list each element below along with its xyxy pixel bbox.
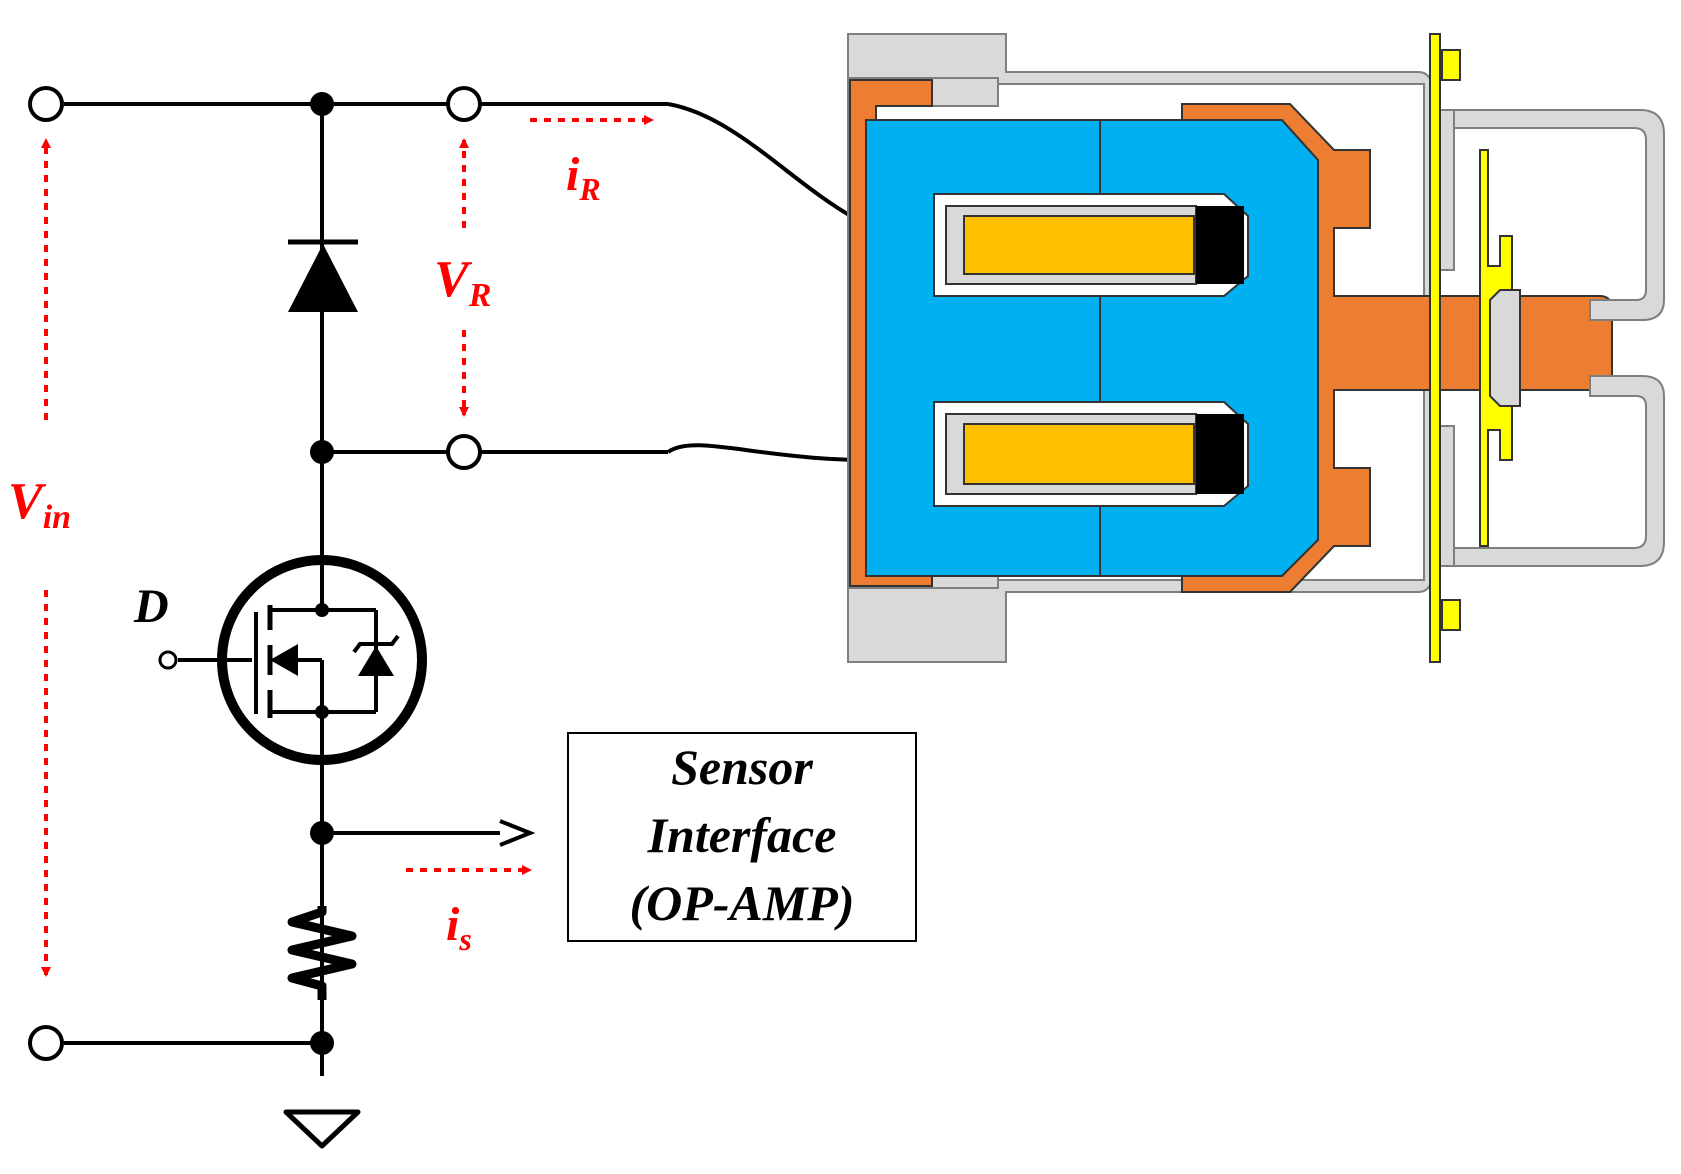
sensor-line-3: (OP-AMP) bbox=[630, 875, 855, 931]
vin-label: Vin bbox=[8, 473, 71, 536]
sensor-line-2: Interface bbox=[647, 807, 837, 863]
junction-nodes bbox=[310, 92, 334, 1055]
annotations bbox=[41, 115, 654, 977]
vin-bottom-terminal bbox=[28, 1025, 64, 1061]
zener-diode-icon bbox=[322, 608, 400, 714]
vr-label: VR bbox=[434, 251, 491, 314]
solenoid-relay-icon bbox=[847, 33, 1665, 663]
terminals bbox=[28, 86, 482, 1061]
mosfet-icon bbox=[158, 550, 427, 770]
ir-label: iR bbox=[566, 148, 601, 207]
gate-d-label: D bbox=[133, 580, 169, 633]
ground-icon bbox=[283, 1109, 361, 1149]
vr-bottom-terminal bbox=[446, 434, 482, 470]
is-label: is bbox=[446, 898, 472, 957]
diode-icon bbox=[288, 239, 358, 312]
sensor-interface-box: Sensor Interface (OP-AMP) bbox=[567, 732, 917, 942]
sensor-line-1: Sensor bbox=[671, 739, 813, 795]
resistor-icon bbox=[287, 880, 357, 1000]
vin-top-terminal bbox=[28, 86, 64, 122]
vr-top-terminal bbox=[446, 86, 482, 122]
